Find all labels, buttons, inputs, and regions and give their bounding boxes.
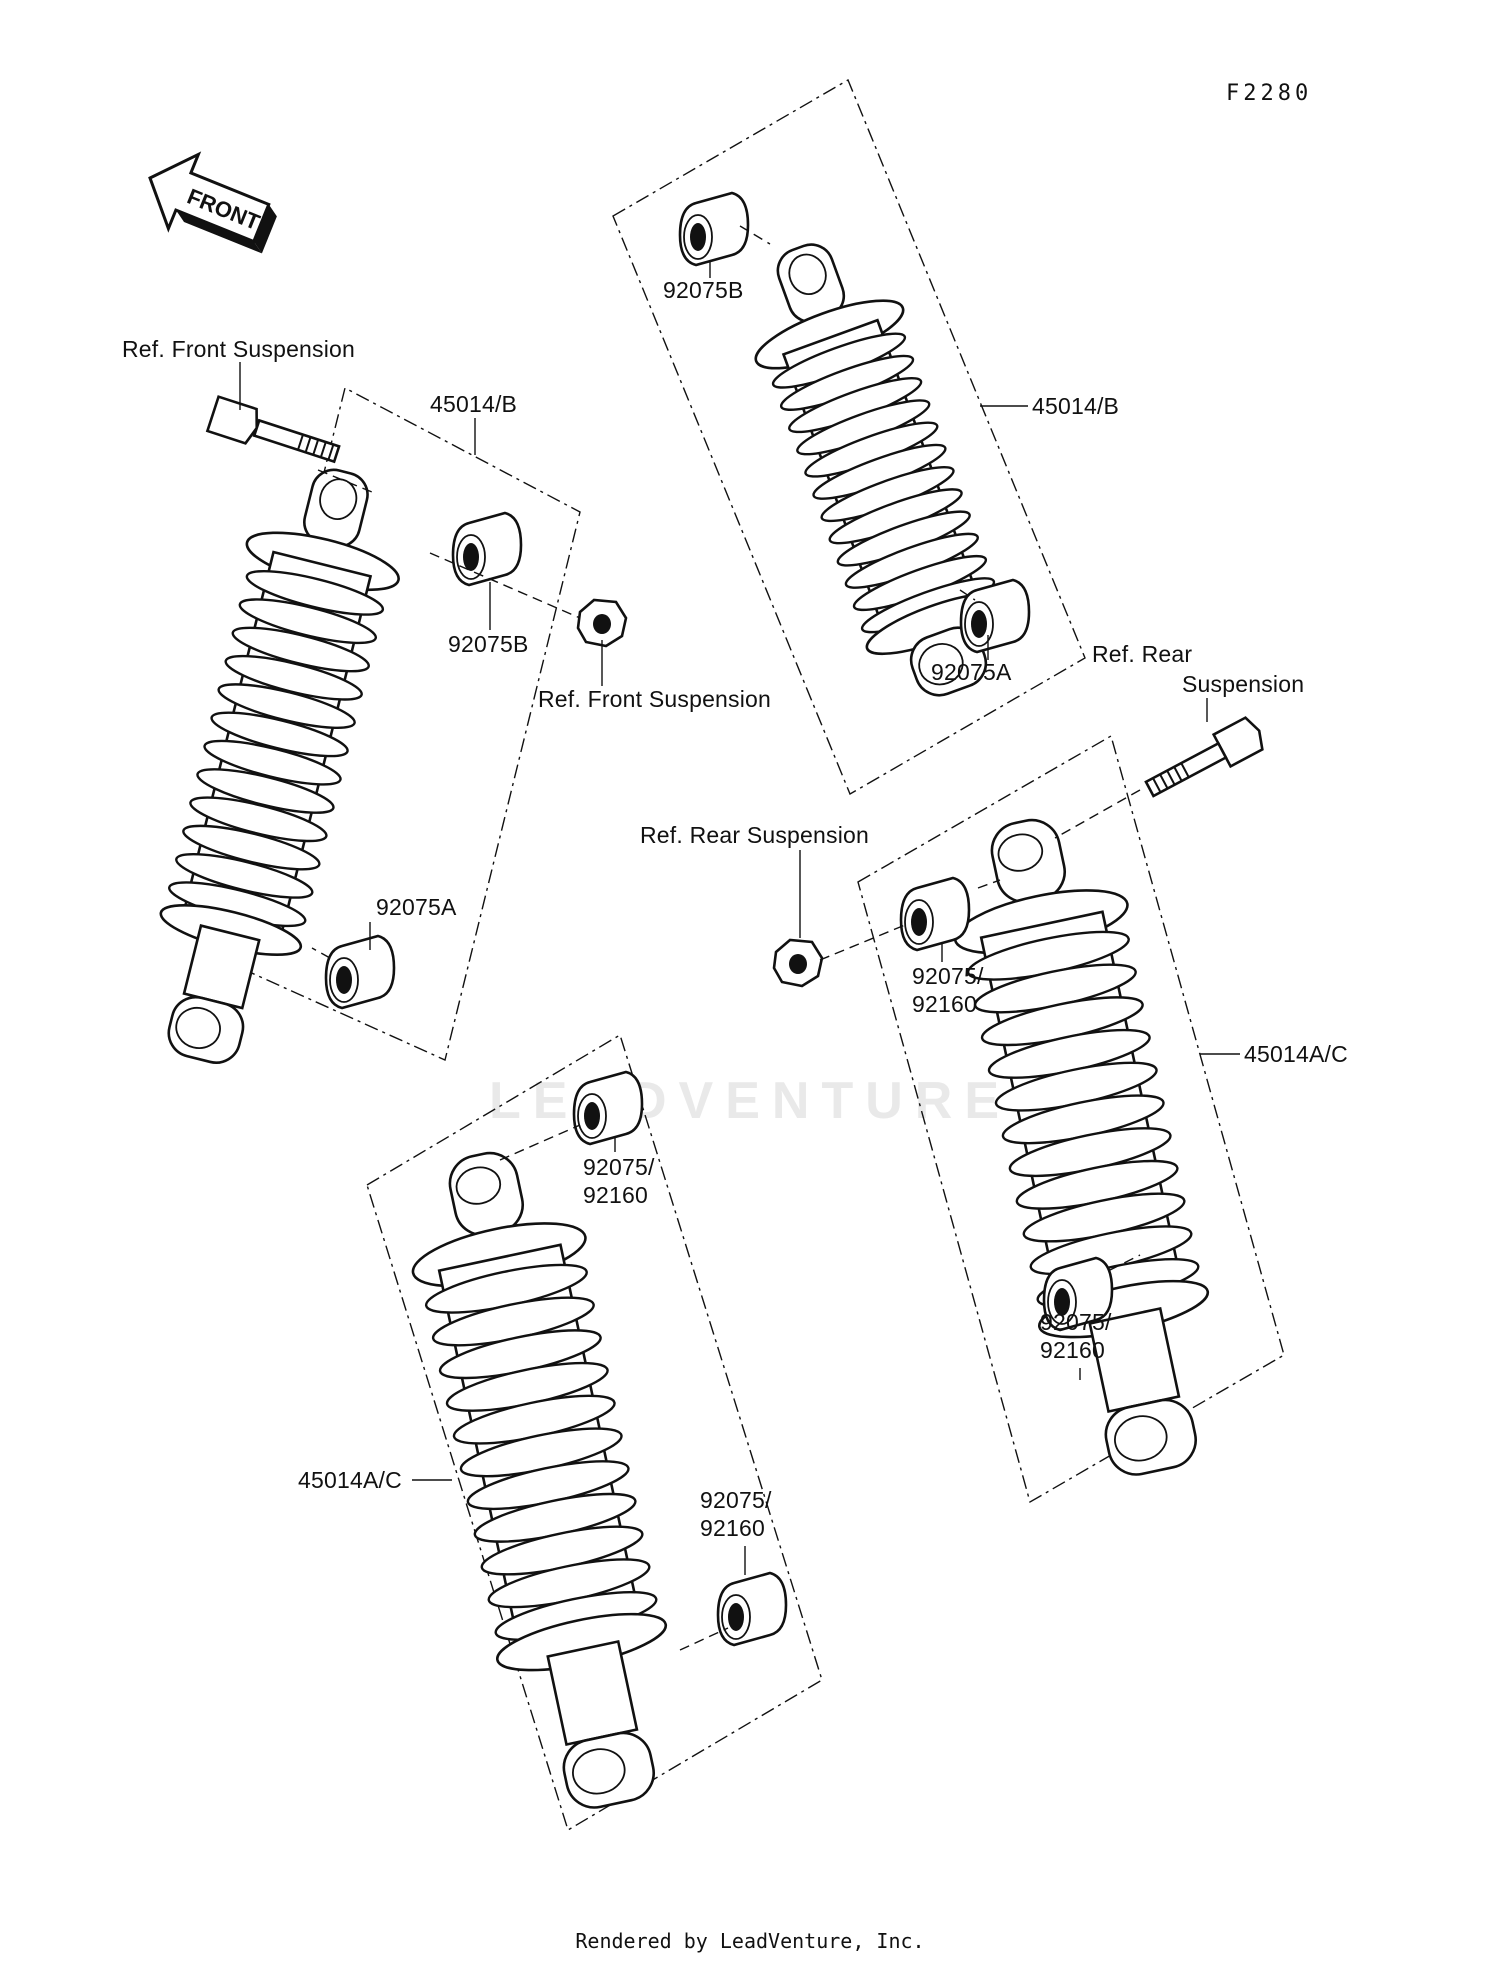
watermark: LEADVENTURE — [489, 1072, 1011, 1130]
label-bush-right-bottom-1: 92075/ — [1040, 1309, 1112, 1335]
label-bush-right-bottom-2: 92160 — [1040, 1337, 1105, 1363]
shock-absorber-rear-right — [953, 818, 1210, 1476]
label-ref-rear-center: Ref. Rear Suspension — [640, 822, 869, 848]
label-92075a-top: 92075A — [931, 659, 1012, 685]
right-rear-shock-group: Ref. Rear Suspension Ref. Rear Suspensio… — [640, 641, 1348, 1504]
left-front-shock-group: Ref. Front Suspension 45014/B 92075B Ref… — [122, 336, 771, 1064]
shock-absorber-bottom — [411, 1151, 668, 1809]
label-45014ac-bottom: 45014A/C — [298, 1467, 402, 1493]
label-45014ac-right: 45014A/C — [1244, 1041, 1348, 1067]
assembly-boundary-right — [857, 734, 1285, 1504]
spring-coils — [168, 569, 385, 928]
bolt-front — [205, 395, 341, 464]
footer-credit: Rendered by LeadVenture, Inc. — [575, 1929, 924, 1953]
label-bush-bottom-top-2: 92160 — [583, 1182, 648, 1208]
label-bush-bottom-bottom-2: 92160 — [700, 1515, 765, 1541]
shock-absorber-top-center — [754, 243, 1005, 697]
diagram-code: F2280 — [1226, 81, 1312, 106]
label-ref-rear-line2: Suspension — [1182, 671, 1304, 697]
label-92075b-top: 92075B — [663, 277, 744, 303]
bolt-rear — [1144, 716, 1264, 798]
label-bush-bottom-bottom-1: 92075/ — [700, 1487, 772, 1513]
top-center-shock-group: 92075B 45014/B 92075A — [612, 78, 1119, 796]
front-arrow-icon: FRONT — [148, 151, 277, 254]
assembly-boundary-bottom — [366, 1033, 823, 1832]
label-bush-right-top-2: 92160 — [912, 991, 977, 1017]
label-bush-right-top-1: 92075/ — [912, 963, 984, 989]
shock-absorber-front-left — [159, 468, 400, 1064]
label-ref-front-suspension-mid: Ref. Front Suspension — [538, 686, 771, 712]
label-45014b-left: 45014/B — [430, 391, 517, 417]
assembly-boundary-top — [612, 78, 1086, 796]
label-bush-bottom-top-1: 92075/ — [583, 1154, 655, 1180]
label-92075a-left: 92075A — [376, 894, 457, 920]
label-92075b-left: 92075B — [448, 631, 529, 657]
bottom-shock-group: 92075/ 92160 45014A/C 92075/ 92160 — [298, 1033, 823, 1832]
label-45014b-top: 45014/B — [1032, 393, 1119, 419]
label-ref-rear-line1: Ref. Rear — [1092, 641, 1192, 667]
label-ref-front-suspension-top: Ref. Front Suspension — [122, 336, 355, 362]
